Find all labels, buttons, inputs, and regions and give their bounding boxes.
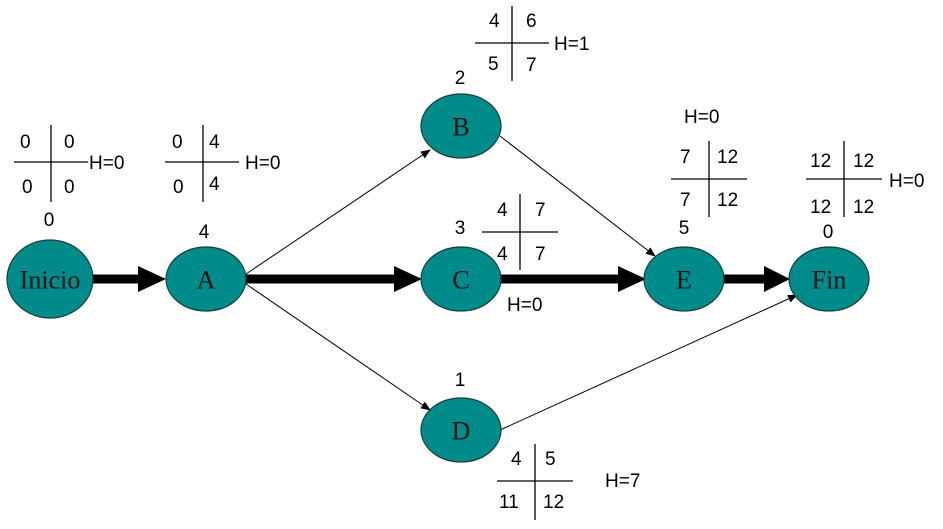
slack-c: H=0 xyxy=(507,295,542,316)
ef-a: 4 xyxy=(209,132,220,153)
edge-b-e xyxy=(499,135,656,257)
es-fin: 12 xyxy=(810,151,831,172)
times-d: 4 5 11 12 H=7 xyxy=(497,444,640,520)
edge-e-fin xyxy=(724,266,790,292)
times-fin: 12 12 12 12 H=0 xyxy=(806,141,924,218)
slack-e: H=0 xyxy=(684,107,719,128)
es-inicio: 0 xyxy=(20,132,31,153)
ef-fin: 12 xyxy=(853,151,874,172)
es-a: 0 xyxy=(172,132,183,153)
ef-inicio: 0 xyxy=(64,132,75,153)
lf-d: 12 xyxy=(543,492,564,513)
ef-c: 7 xyxy=(535,200,546,221)
duration-e: 5 xyxy=(679,218,690,239)
node-e[interactable]: E xyxy=(643,246,725,312)
lf-e: 12 xyxy=(717,190,738,211)
edges xyxy=(92,135,798,431)
ls-inicio: 0 xyxy=(22,177,33,198)
ls-c: 4 xyxy=(497,244,508,265)
node-label: B xyxy=(452,113,469,142)
lf-b: 7 xyxy=(526,55,537,76)
node-d[interactable]: D xyxy=(420,397,502,463)
node-label: E xyxy=(676,266,692,295)
times-inicio: 0 0 0 0 H=0 xyxy=(14,125,124,202)
es-e: 7 xyxy=(680,147,691,168)
lf-c: 7 xyxy=(535,244,546,265)
edge-c-e xyxy=(498,266,646,292)
node-label: Inicio xyxy=(20,266,81,295)
slack-fin: H=0 xyxy=(889,171,924,192)
ls-e: 7 xyxy=(680,190,691,211)
es-d: 4 xyxy=(511,449,522,470)
ls-fin: 12 xyxy=(810,197,831,218)
duration-a: 4 xyxy=(199,222,210,243)
node-label: D xyxy=(452,417,471,446)
node-c[interactable]: C xyxy=(420,246,502,312)
duration-fin: 0 xyxy=(823,222,834,243)
lf-a: 4 xyxy=(209,174,220,195)
duration-b: 2 xyxy=(455,68,466,89)
duration-c: 3 xyxy=(455,218,466,239)
edge-a-b xyxy=(245,149,431,275)
slack-a: H=0 xyxy=(245,153,280,174)
lf-inicio: 0 xyxy=(64,177,75,198)
es-c: 4 xyxy=(497,200,508,221)
slack-b: H=1 xyxy=(554,34,589,55)
times-a: 0 4 0 4 H=0 xyxy=(165,125,280,202)
duration-inicio: 0 xyxy=(44,210,55,231)
edge-a-c xyxy=(246,266,422,292)
slack-d: H=7 xyxy=(605,471,640,492)
edge-d-fin xyxy=(499,294,798,431)
es-b: 4 xyxy=(489,11,500,32)
node-fin[interactable]: Fin xyxy=(788,246,870,312)
ef-b: 6 xyxy=(526,11,537,32)
slack-inicio: H=0 xyxy=(89,153,124,174)
lf-fin: 12 xyxy=(853,197,874,218)
times-b: 4 6 5 7 H=1 xyxy=(475,6,589,81)
node-label: A xyxy=(197,266,216,295)
edge-inicio-a xyxy=(92,266,166,292)
ef-e: 12 xyxy=(717,147,738,168)
ls-b: 5 xyxy=(488,54,499,75)
edge-a-d xyxy=(245,283,431,411)
node-inicio[interactable]: Inicio xyxy=(6,239,94,319)
node-label: Fin xyxy=(812,266,847,295)
node-a[interactable]: A xyxy=(165,246,247,312)
duration-d: 1 xyxy=(455,370,466,391)
times-c: 4 7 4 7 H=0 xyxy=(482,194,558,316)
ls-a: 0 xyxy=(173,177,184,198)
ef-d: 5 xyxy=(545,449,556,470)
times-e: 7 12 7 12 H=0 xyxy=(671,107,747,217)
ls-d: 11 xyxy=(499,492,519,513)
node-label: C xyxy=(452,266,469,295)
node-b[interactable]: B xyxy=(420,93,502,159)
